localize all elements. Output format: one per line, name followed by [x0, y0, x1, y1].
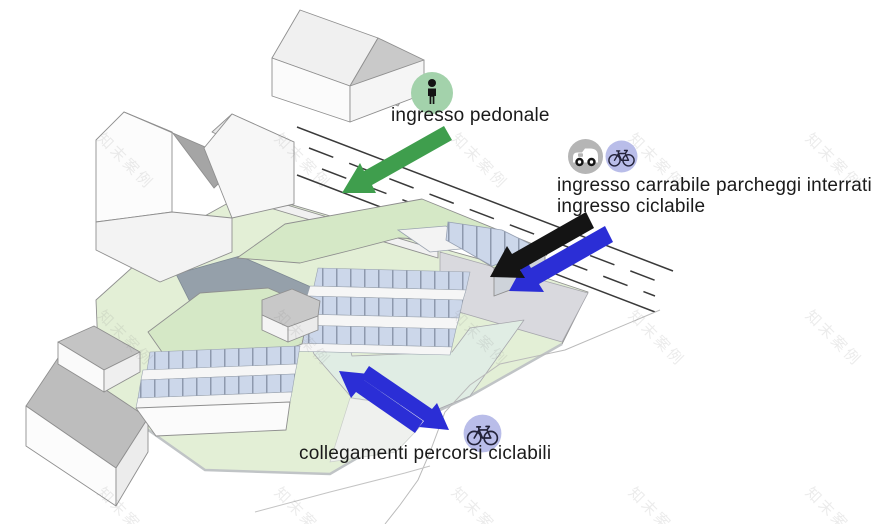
driveway-entrance-label: ingresso carrabile parcheggi interrati i…	[557, 175, 872, 217]
pavilion-wall	[287, 315, 319, 343]
base-wall	[135, 401, 291, 437]
road-edge-top	[296, 126, 674, 272]
bicycle-entrance-arrow	[509, 226, 613, 292]
vehicle-entrance-arrow	[490, 212, 594, 278]
context-house-site-left	[57, 325, 141, 393]
gable-wall	[95, 111, 173, 223]
car-wheel-hub	[589, 160, 594, 164]
icon-circle	[605, 140, 638, 173]
bike-path-arrow-up	[339, 371, 423, 433]
terrain-boundary-line-2	[254, 465, 431, 513]
context-houses-top-left	[95, 111, 295, 283]
person-head	[428, 79, 436, 87]
gable-wall	[203, 113, 295, 219]
bike-path-links-label: collegamenti percorsi ciclabili	[299, 443, 552, 464]
bike-path-arrow-down	[361, 366, 449, 430]
courtyard-pavilion	[261, 288, 321, 343]
terrain-boundary-line	[384, 309, 661, 524]
car-wheel-hub	[577, 160, 582, 164]
annotation-arrows	[339, 126, 613, 433]
pedestrian-entrance-label: ingresso pedonale	[391, 105, 550, 126]
pedestrian-entrance-arrow	[342, 126, 452, 193]
context-house-bottom-left	[25, 357, 149, 507]
bicycle-glyph	[608, 149, 635, 167]
driveway-entrance-label-line2: ingresso ciclabile	[557, 196, 706, 217]
bicycle-icon	[463, 414, 502, 453]
context-house-top-center	[271, 9, 425, 123]
roof-valley-dark	[123, 111, 241, 189]
bicycle-glyph	[466, 425, 499, 446]
lower-wing	[95, 211, 233, 283]
context-buildings	[25, 9, 425, 507]
bicycle-icon-glyph	[463, 414, 502, 453]
bicycle-icon	[605, 140, 638, 173]
icon-circle	[463, 414, 502, 453]
person-body	[428, 88, 436, 104]
wall	[103, 351, 141, 393]
car-window	[578, 153, 583, 157]
new-building-east	[236, 198, 546, 356]
wall	[115, 417, 149, 507]
pedestrian-icon	[410, 71, 454, 115]
car-icon-glyph	[568, 139, 603, 174]
bicycle-icon-glyph	[605, 140, 638, 173]
driveway-entrance-label-line1: ingresso carrabile parcheggi interrati	[557, 175, 872, 196]
car-icon	[568, 139, 603, 174]
pedestrian-icon-glyph	[411, 72, 453, 114]
